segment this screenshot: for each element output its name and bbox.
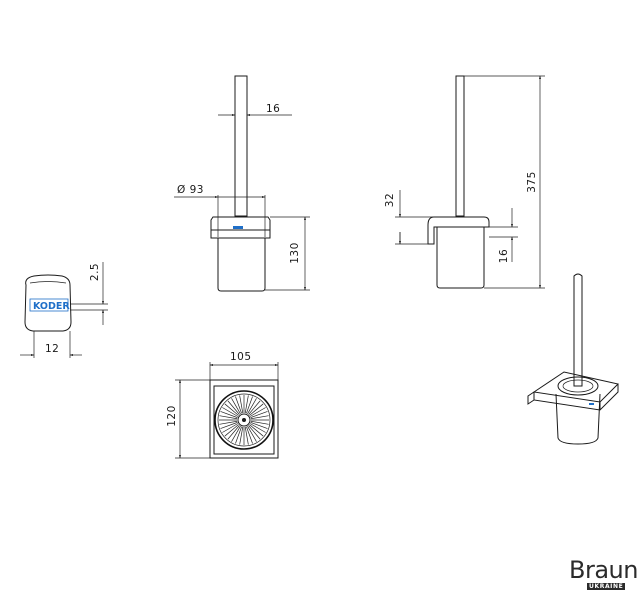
grid-spoke bbox=[244, 426, 249, 445]
dim-badge-width: 12 bbox=[45, 343, 59, 355]
dim-base-height: 120 bbox=[166, 405, 178, 427]
grid-spoke bbox=[222, 423, 239, 433]
grid-spoke bbox=[249, 423, 266, 433]
grid-spoke bbox=[250, 411, 268, 418]
side-holder bbox=[427, 216, 490, 245]
dim-total-height: 375 bbox=[526, 171, 538, 193]
grid-spoke bbox=[231, 398, 241, 415]
watermark-sub: UKRAINE bbox=[587, 583, 626, 590]
iso-holder bbox=[532, 371, 619, 403]
grid-spoke bbox=[239, 426, 244, 445]
dim-cup-diameter: Ø 93 bbox=[177, 184, 204, 196]
isometric-view bbox=[527, 273, 619, 445]
grid-spoke bbox=[247, 425, 257, 442]
grid-spoke bbox=[222, 407, 239, 417]
dim-cup-height: 130 bbox=[289, 242, 301, 264]
grid-spoke bbox=[235, 396, 242, 414]
grid-spoke bbox=[250, 415, 269, 420]
grid-spoke bbox=[246, 396, 253, 414]
grid-spoke bbox=[250, 420, 269, 425]
top-grid bbox=[214, 390, 274, 450]
grid-spoke bbox=[249, 407, 266, 417]
grid-spoke bbox=[244, 395, 249, 414]
grid-spoke bbox=[250, 422, 268, 429]
grid-spoke bbox=[247, 398, 257, 415]
dim-holder-offset: 16 bbox=[498, 249, 510, 263]
grid-spoke bbox=[219, 420, 238, 425]
badge-detail: KODER 2.5 12 bbox=[20, 262, 108, 358]
iso-rod bbox=[573, 273, 583, 387]
grid-spoke bbox=[227, 425, 240, 440]
front-view: 16 Ø 93 130 bbox=[174, 75, 310, 292]
grid-spoke bbox=[227, 400, 240, 415]
grid-spoke bbox=[220, 411, 238, 418]
watermark-main: Brauni bbox=[569, 556, 639, 584]
top-base bbox=[209, 379, 279, 459]
dim-badge-depth: 2.5 bbox=[89, 263, 101, 281]
grid-spoke bbox=[224, 424, 239, 437]
grid-spoke bbox=[249, 403, 264, 416]
front-holder bbox=[210, 216, 271, 239]
brauni-watermark: Brauni UKRAINE bbox=[569, 556, 639, 594]
front-badge bbox=[233, 226, 243, 229]
front-rod bbox=[234, 75, 248, 217]
grid-spoke bbox=[224, 403, 239, 416]
side-cup bbox=[436, 227, 485, 289]
iso-cup bbox=[555, 393, 601, 445]
dim-holder-height: 32 bbox=[384, 193, 396, 207]
badge-outline bbox=[24, 274, 72, 332]
side-view: 375 32 16 bbox=[384, 75, 545, 289]
top-plate bbox=[213, 385, 275, 455]
side-rod bbox=[455, 75, 465, 217]
grid-spoke bbox=[248, 425, 261, 440]
top-view: 105 120 bbox=[166, 351, 279, 459]
dim-rod-width: 16 bbox=[266, 103, 280, 115]
dim-base-width: 105 bbox=[230, 351, 252, 363]
grid-spoke bbox=[235, 426, 242, 444]
grid-spoke bbox=[219, 415, 238, 420]
grid-spoke bbox=[231, 425, 241, 442]
grid-spoke bbox=[239, 395, 244, 414]
grid-spoke bbox=[249, 424, 264, 437]
grid-spoke bbox=[246, 426, 253, 444]
badge-brand: KODER bbox=[33, 301, 70, 312]
grid-spoke bbox=[220, 422, 238, 429]
front-cup bbox=[217, 238, 266, 292]
grid-spoke bbox=[248, 400, 261, 415]
